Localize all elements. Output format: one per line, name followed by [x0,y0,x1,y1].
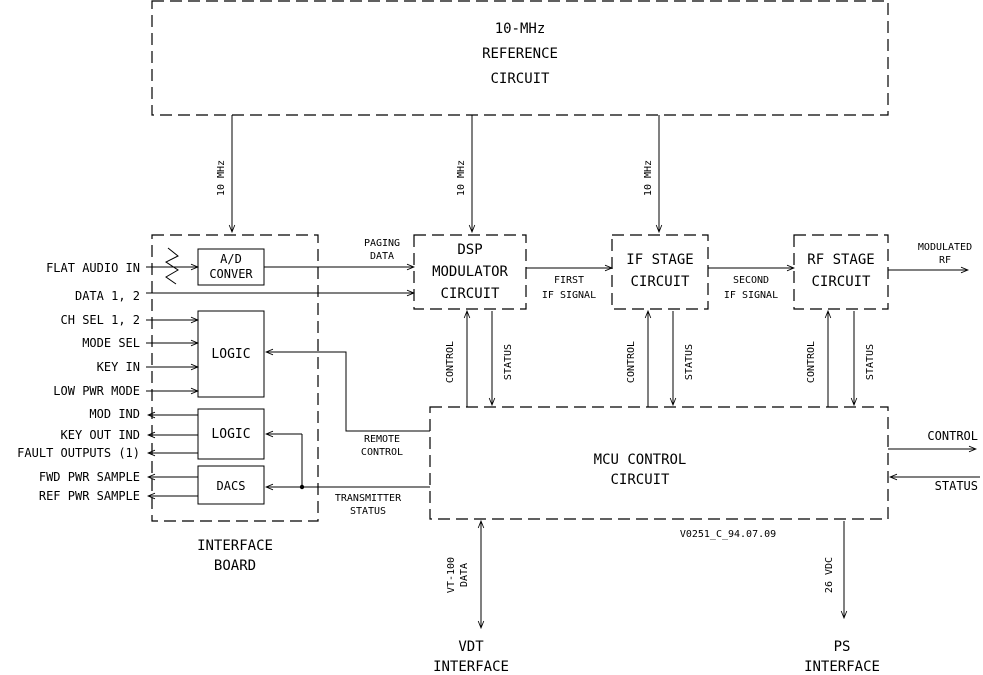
modulated-rf-1: MODULATED [918,242,972,253]
interface-board-line-2: BOARD [214,558,256,574]
vdt-label-2: INTERFACE [433,659,509,675]
remote-control-2: CONTROL [361,447,403,458]
input-low-pwr: LOW PWR MODE [53,384,140,398]
logic-bottom-label: LOGIC [211,427,250,442]
rf-line-1: RF STAGE [807,252,874,268]
logic-bottom-block [197,408,265,460]
input-key-in: KEY IN [97,360,140,374]
if-status-label: STATUS [684,344,695,380]
dacs-label: DACS [217,479,246,493]
input-flat-audio: FLAT AUDIO IN [46,261,140,275]
dsp-line-2: MODULATOR [432,264,508,280]
input-mode-sel: MODE SEL [82,336,140,350]
drawing-ref-number: V0251_C_94.07.09 [680,529,776,540]
dsp-line-3: CIRCUIT [440,286,500,302]
output-key-out: KEY OUT IND [61,428,140,442]
vt100-line-2: DATA [459,563,470,587]
output-fault: FAULT OUTPUTS (1) [17,446,140,460]
output-mod-ind: MOD IND [89,407,140,421]
first-if-2: IF SIGNAL [542,290,596,301]
paging-data-line-2: DATA [370,251,394,262]
transmitter-status-2: STATUS [350,506,386,517]
remote-control-1: REMOTE [364,434,400,445]
interface-board-block [151,234,319,522]
reference-line-2: REFERENCE [482,46,558,62]
second-if-2: IF SIGNAL [724,290,778,301]
dsp-modulator-block [413,234,527,310]
ext-control-label: CONTROL [927,429,978,443]
ad-line-1: A/D [220,252,242,266]
if-stage-block [611,234,709,310]
audio-squiggle [165,247,179,285]
reference-circuit-block [151,0,889,116]
mcu-control-block [429,406,889,520]
input-ch-sel: CH SEL 1, 2 [61,313,140,327]
ref-label-if: 10 MHz [643,160,654,196]
rf-control-label: CONTROL [806,341,817,383]
logic-top-block [197,310,265,398]
rf-status-label: STATUS [865,344,876,380]
dsp-control-label: CONTROL [445,341,456,383]
rf-line-2: CIRCUIT [811,274,871,290]
if-line-1: IF STAGE [626,252,693,268]
vdc-label: 26 VDC [824,557,835,593]
mcu-line-2: CIRCUIT [610,472,670,488]
reference-line-3: CIRCUIT [490,71,550,87]
ps-label-2: INTERFACE [804,659,880,675]
first-if-1: FIRST [554,275,584,286]
remote-control-line [266,352,430,432]
input-data: DATA 1, 2 [75,289,140,303]
modulated-rf-2: RF [939,255,951,266]
if-control-label: CONTROL [626,341,637,383]
transmitter-status-1: TRANSMITTER [335,493,402,504]
ref-label-ad: 10 MHz [216,160,227,196]
rf-stage-block [793,234,889,310]
mcu-line-1: MCU CONTROL [594,452,687,468]
output-ref-pwr: REF PWR SAMPLE [39,489,140,503]
ad-line-2: CONVER [209,267,253,281]
interface-board-line-1: INTERFACE [197,538,273,554]
paging-data-line-1: PAGING [364,238,400,249]
reference-line-1: 10-MHz [495,21,546,37]
dacs-block [197,465,265,505]
vdt-label-1: VDT [458,639,484,655]
output-fwd-pwr: FWD PWR SAMPLE [39,470,140,484]
dsp-status-label: STATUS [503,344,514,380]
dsp-line-1: DSP [457,242,482,258]
vt100-line-1: VT-100 [446,557,457,593]
ref-label-dsp: 10 MHz [456,160,467,196]
ext-status-label: STATUS [935,479,978,493]
ps-label-1: PS [834,639,851,655]
junction-dot [299,484,305,490]
if-line-2: CIRCUIT [630,274,690,290]
second-if-1: SECOND [733,275,769,286]
logic-top-label: LOGIC [211,347,250,362]
